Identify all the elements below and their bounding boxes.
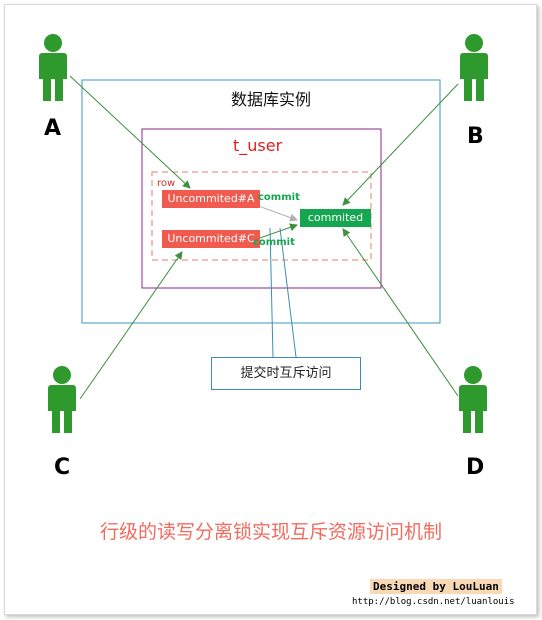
designed-by-badge: Designed by LouLuan [370,579,502,594]
commit-label-a: commit [258,192,300,203]
arrow-d-to-committed [342,228,459,397]
commit-arrow-c [253,223,298,241]
diagram-frame [4,4,537,615]
database-instance-label: 数据库实例 [230,90,311,109]
commit-label-c: commit [253,237,295,248]
blog-url: http://blog.csdn.net/luanlouis [352,597,515,607]
database-instance-box [81,79,441,324]
user-b-label: B [467,124,484,149]
arrow-b-to-committed [342,83,459,206]
user-c-label: C [54,455,71,480]
callout-connector-1 [269,227,274,358]
arrow-a-to-record [69,75,191,189]
arrow-c-to-record [79,251,183,400]
user-d-label: D [466,455,485,480]
row-box [151,171,372,261]
commit-arrow-a [252,203,298,222]
mutual-exclusion-callout: 提交时互斥访问 [211,357,361,390]
row-label: row [157,178,176,189]
record-committed: commited [300,209,371,227]
table-name-label: t_user [233,136,283,155]
callout-connector-2 [279,227,297,358]
table-box [141,128,382,289]
user-a-label: A [44,116,62,141]
user-c-icon [48,366,76,433]
record-uncommitted-c: Uncommited#C [162,230,260,248]
diagram-caption: 行级的读写分离锁实现互斥资源访问机制 [99,521,442,543]
record-uncommitted-a: Uncommited#A [162,190,260,208]
user-d-icon [459,366,487,433]
